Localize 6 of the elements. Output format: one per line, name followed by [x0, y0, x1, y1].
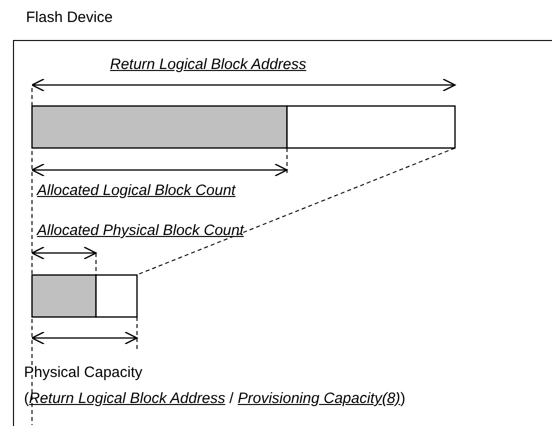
dimension-label: Allocated Logical Block Count — [37, 182, 236, 200]
capacity-label: Physical Capacity — [24, 364, 142, 382]
frame-heading: Flash Device — [26, 9, 113, 27]
capacity-formula: (Return Logical Block Address / Provisioning Capacity(8)) — [24, 390, 406, 408]
dimension-label: Return Logical Block Address — [110, 56, 306, 74]
dimension-label: Allocated Physical Block Count — [37, 222, 244, 240]
